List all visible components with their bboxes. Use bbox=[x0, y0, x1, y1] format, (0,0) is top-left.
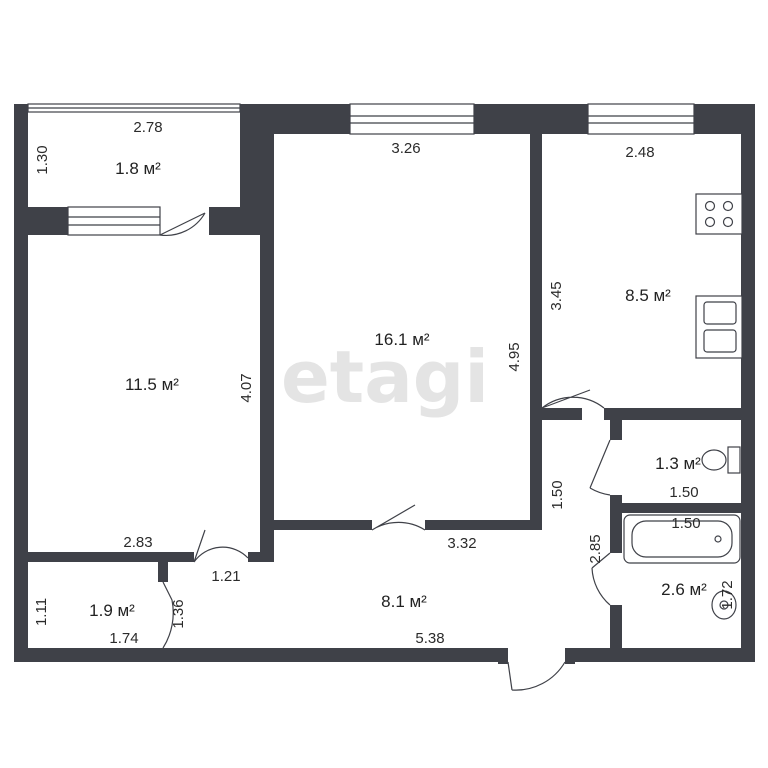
window-kitchen bbox=[587, 103, 695, 135]
hallway-passage: 1.21 bbox=[211, 568, 240, 585]
wall-toilet-left-top bbox=[610, 420, 622, 440]
living-height: 4.95 bbox=[506, 342, 523, 371]
storage-side: 1.36 bbox=[170, 599, 187, 628]
door-toilet bbox=[589, 439, 611, 496]
wall-kitchen-bottom-left bbox=[542, 408, 582, 420]
toilet-tank-icon bbox=[727, 446, 741, 474]
window-living bbox=[349, 103, 475, 135]
toilet-area: 1.3 м² bbox=[655, 454, 701, 473]
door-storage bbox=[162, 581, 174, 649]
door-kitchen bbox=[541, 389, 605, 409]
living-area: 16.1 м² bbox=[374, 330, 429, 349]
wall-left bbox=[14, 104, 28, 662]
wall-bedroom-living bbox=[260, 134, 274, 559]
interior-walls bbox=[14, 134, 755, 664]
wall-right bbox=[741, 104, 755, 662]
bathroom-width: 1.50 bbox=[671, 515, 700, 532]
balcony-width: 2.78 bbox=[133, 119, 162, 136]
wall-balcony-bottom-left bbox=[14, 207, 68, 235]
bathroom-height: 1.72 bbox=[719, 580, 736, 609]
entry-jamb-left bbox=[498, 648, 508, 664]
storage-width: 1.74 bbox=[109, 630, 138, 647]
balcony-depth: 1.30 bbox=[34, 145, 51, 174]
wall-bottom bbox=[14, 648, 755, 662]
door-entrance bbox=[507, 661, 566, 691]
kitchen-height: 3.45 bbox=[548, 281, 565, 310]
wall-living-kitchen bbox=[530, 134, 542, 530]
door-bedroom bbox=[193, 529, 249, 563]
hallway-width: 2.85 bbox=[587, 534, 604, 563]
bathroom-area: 2.6 м² bbox=[661, 580, 707, 599]
bedroom-width: 2.83 bbox=[123, 534, 152, 551]
wall-living-bottom-right bbox=[425, 520, 541, 530]
storage-height: 1.11 bbox=[33, 598, 50, 626]
living-bottom-width: 3.32 bbox=[447, 535, 476, 552]
wall-living-bottom-left bbox=[260, 520, 372, 530]
wall-bedroom-bottom-right bbox=[248, 552, 274, 562]
fixtures bbox=[623, 193, 743, 620]
kitchen-width: 2.48 bbox=[625, 144, 654, 161]
bedroom-area: 11.5 м² bbox=[125, 375, 179, 394]
balcony-area: 1.8 м² bbox=[115, 159, 161, 178]
watermark: etagi bbox=[281, 335, 489, 419]
wall-bedroom-bottom bbox=[14, 552, 194, 562]
wall-balcony-left bbox=[14, 104, 28, 214]
hallway-area: 8.1 м² bbox=[381, 592, 427, 611]
bedroom-height: 4.07 bbox=[238, 373, 255, 402]
storage-area: 1.9 м² bbox=[89, 601, 135, 620]
door-living bbox=[371, 504, 426, 531]
entry-jamb-right bbox=[565, 648, 575, 664]
window-bedroom bbox=[67, 206, 161, 236]
door-bathroom bbox=[591, 552, 611, 606]
wall-toilet-bath bbox=[610, 503, 755, 513]
wall-storage-right bbox=[158, 562, 168, 582]
toilet-width: 1.50 bbox=[669, 484, 698, 501]
hallway-length: 5.38 bbox=[415, 630, 444, 647]
wall-kitchen-bottom-right bbox=[604, 408, 755, 420]
living-top-width: 3.26 bbox=[391, 140, 420, 157]
stove-icon bbox=[695, 193, 743, 235]
kitchen-area: 8.5 м² bbox=[625, 286, 671, 305]
wall-bath-left-bottom bbox=[610, 605, 622, 662]
door-balcony bbox=[159, 212, 206, 237]
doors bbox=[159, 212, 611, 691]
toilet-icon bbox=[701, 449, 727, 471]
toilet-height: 1.50 bbox=[549, 480, 566, 509]
windows bbox=[67, 103, 695, 236]
